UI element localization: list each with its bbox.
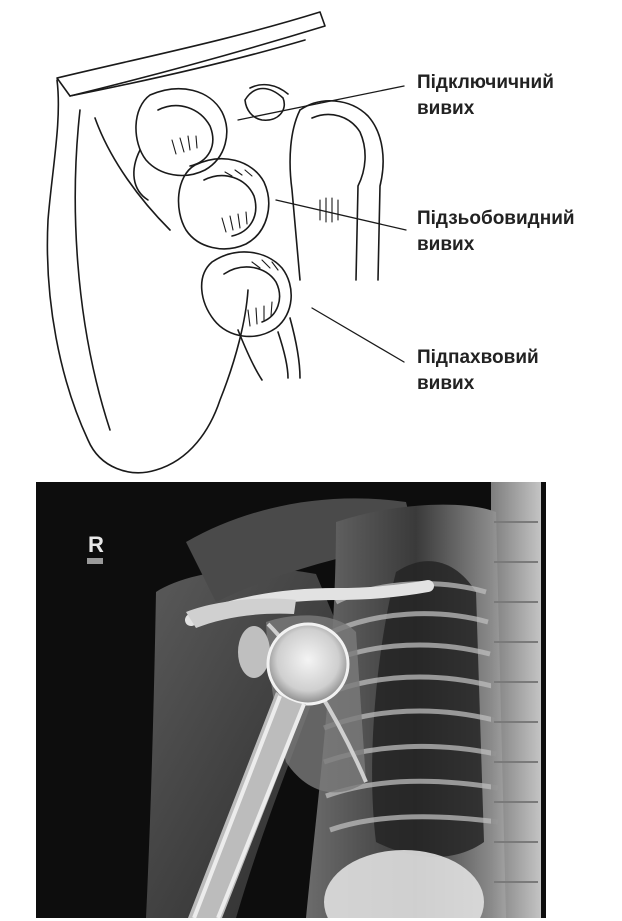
hatch-marks-1 xyxy=(172,136,197,154)
shoulder-xray-image: R xyxy=(36,482,546,918)
xray-side-marker: R xyxy=(88,532,104,557)
coracoid-process xyxy=(245,89,284,121)
clavicle-outline xyxy=(57,12,325,96)
humerus-shaft-mid xyxy=(278,332,288,378)
normal-humerus-left-edge xyxy=(290,110,300,280)
scapula-medial-border xyxy=(75,110,110,430)
humeral-head-axillary xyxy=(202,252,292,336)
xray-marker-tag xyxy=(87,558,103,564)
xray-drawing: R xyxy=(36,482,546,918)
label-axillary-line1: Підпахвовий xyxy=(417,345,539,371)
label-subcoracoid-line2: вивих xyxy=(417,232,575,258)
label-subcoracoid-dislocation: Підзьобовидний вивих xyxy=(417,206,575,258)
humeral-head-subclavicular-inner xyxy=(158,106,213,166)
humeral-head-subclavicular xyxy=(136,89,227,176)
xray-spine xyxy=(491,482,541,918)
label-axillary-line2: вивих xyxy=(417,371,539,397)
xray-glenoid xyxy=(238,626,270,678)
label-axillary-dislocation: Підпахвовий вивих xyxy=(417,345,539,397)
hatch-marks-4 xyxy=(320,198,338,222)
normal-humeral-head-inner xyxy=(312,114,365,280)
label-subcoracoid-line1: Підзьобовидний xyxy=(417,206,575,232)
label-subclavicular-dislocation: Підключичний вивих xyxy=(417,70,554,122)
humerus-shaft-right xyxy=(290,318,300,378)
hatch-marks-2 xyxy=(222,212,247,232)
humeral-head-subcoracoid-inner xyxy=(204,176,256,236)
label-subclavicular-line2: вивих xyxy=(417,96,554,122)
leader-line-axillary xyxy=(312,308,404,362)
label-subclavicular-line1: Підключичний xyxy=(417,70,554,96)
humerus-shaft-subclavicular xyxy=(134,150,148,200)
scapula-inner-contour xyxy=(95,118,170,230)
humerus-shaft-left xyxy=(238,330,262,380)
normal-humeral-head xyxy=(300,101,383,280)
hatch-marks-3 xyxy=(248,302,272,326)
hatch-marks-2b xyxy=(225,170,252,176)
